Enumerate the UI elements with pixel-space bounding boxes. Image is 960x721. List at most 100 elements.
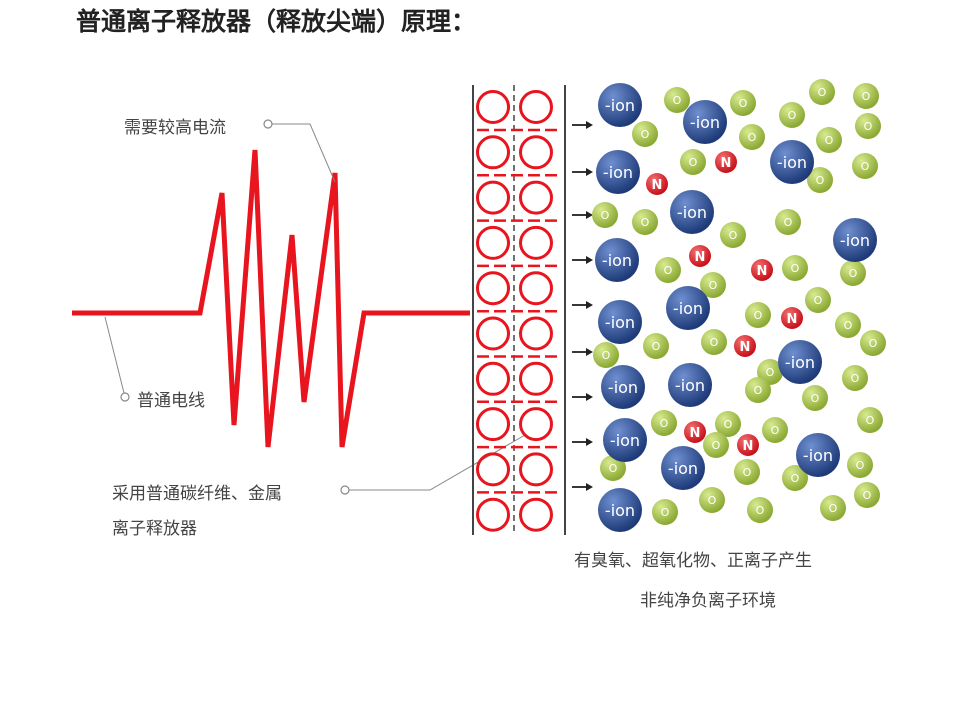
oxygen-molecule bbox=[720, 222, 746, 248]
negative-ion bbox=[670, 190, 714, 234]
coil-loop bbox=[476, 180, 510, 215]
oxygen-molecule bbox=[592, 202, 618, 228]
label-high-current: 需要较高电流 bbox=[124, 118, 226, 138]
negative-ion bbox=[666, 286, 710, 330]
coil-loop bbox=[476, 225, 510, 260]
coil-loop bbox=[519, 225, 553, 260]
oxygen-label: O bbox=[791, 472, 800, 485]
oxygen-label: O bbox=[856, 459, 865, 472]
leader-line bbox=[104, 316, 126, 398]
negative-ion-label: -ion bbox=[677, 203, 707, 222]
arrow-head bbox=[586, 256, 593, 264]
oxygen-molecule bbox=[643, 333, 669, 359]
arrow-head bbox=[586, 168, 593, 176]
coil-loop bbox=[476, 271, 510, 306]
negative-ion bbox=[598, 83, 642, 127]
oxygen-molecule bbox=[715, 411, 741, 437]
negative-ion-label: -ion bbox=[675, 376, 705, 395]
oxygen-molecule bbox=[782, 465, 808, 491]
coil-loop bbox=[476, 407, 510, 442]
oxygen-molecule bbox=[842, 365, 868, 391]
nitrogen-atom bbox=[734, 335, 756, 357]
oxygen-label: O bbox=[641, 128, 650, 141]
arrow-head bbox=[586, 301, 593, 309]
negative-ion bbox=[661, 446, 705, 490]
arrow-head bbox=[586, 121, 593, 129]
oxygen-molecule bbox=[840, 260, 866, 286]
oxygen-molecule bbox=[762, 417, 788, 443]
coil-loop bbox=[519, 407, 553, 442]
oxygen-label: O bbox=[710, 336, 719, 349]
negative-ion-label: -ion bbox=[608, 378, 638, 397]
oxygen-molecule bbox=[655, 257, 681, 283]
emission-arrows bbox=[572, 121, 593, 491]
oxygen-molecule bbox=[600, 455, 626, 481]
coil-loop bbox=[519, 180, 553, 215]
oxygen-molecule bbox=[820, 495, 846, 521]
nitrogen-label: N bbox=[695, 250, 706, 265]
oxygen-molecule bbox=[747, 497, 773, 523]
oxygen-label: O bbox=[724, 418, 733, 431]
oxygen-label: O bbox=[652, 340, 661, 353]
arrow-head bbox=[586, 211, 593, 219]
negative-ion bbox=[796, 433, 840, 477]
oxygen-molecule bbox=[745, 377, 771, 403]
coil-loop bbox=[476, 497, 510, 532]
oxygen-molecule bbox=[632, 209, 658, 235]
oxygen-molecule bbox=[775, 209, 801, 235]
oxygen-label: O bbox=[844, 319, 853, 332]
coil-loop bbox=[476, 135, 510, 170]
negative-ion-label: -ion bbox=[605, 501, 635, 520]
nitrogen-atom bbox=[689, 245, 711, 267]
oxygen-label: O bbox=[664, 264, 673, 277]
emitter-coil bbox=[472, 85, 566, 535]
negative-ion-label: -ion bbox=[602, 251, 632, 270]
oxygen-molecule bbox=[730, 90, 756, 116]
coil-loop bbox=[519, 271, 553, 306]
leader-line bbox=[345, 434, 526, 491]
oxygen-label: O bbox=[660, 417, 669, 430]
oxygen-molecule bbox=[854, 482, 880, 508]
oxygen-label: O bbox=[866, 414, 875, 427]
oxygen-label: O bbox=[814, 294, 823, 307]
negative-ion bbox=[770, 140, 814, 184]
oxygen-molecule bbox=[853, 83, 879, 109]
nitrogen-label: N bbox=[690, 426, 701, 441]
negative-ion bbox=[598, 488, 642, 532]
negative-ion bbox=[683, 100, 727, 144]
negative-ion-label: -ion bbox=[690, 113, 720, 132]
oxygen-label: O bbox=[771, 424, 780, 437]
label-result-2: 非纯净负离子环境 bbox=[640, 591, 776, 611]
oxygen-molecule bbox=[593, 342, 619, 368]
oxygen-molecule bbox=[782, 255, 808, 281]
oxygen-molecule bbox=[680, 149, 706, 175]
coil-loop bbox=[519, 135, 553, 170]
negative-ion-label: -ion bbox=[605, 96, 635, 115]
oxygen-label: O bbox=[829, 502, 838, 515]
oxygen-molecule bbox=[809, 79, 835, 105]
coil-loop bbox=[519, 497, 553, 532]
oxygen-molecule bbox=[701, 329, 727, 355]
oxygen-molecule bbox=[699, 487, 725, 513]
oxygen-label: O bbox=[602, 349, 611, 362]
negative-ion-label: -ion bbox=[803, 446, 833, 465]
oxygen-label: O bbox=[766, 366, 775, 379]
negative-ion-label: -ion bbox=[840, 231, 870, 250]
negative-ion-label: -ion bbox=[605, 313, 635, 332]
oxygen-label: O bbox=[788, 109, 797, 122]
oxygen-label: O bbox=[825, 134, 834, 147]
oxygen-label: O bbox=[609, 462, 618, 475]
oxygen-label: O bbox=[816, 174, 825, 187]
oxygen-label: O bbox=[756, 504, 765, 517]
arrow-head bbox=[586, 483, 593, 491]
oxygen-molecule bbox=[802, 385, 828, 411]
oxygen-label: O bbox=[869, 337, 878, 350]
oxygen-label: O bbox=[743, 466, 752, 479]
oxygen-molecule bbox=[807, 167, 833, 193]
oxygen-label: O bbox=[601, 209, 610, 222]
arrow-head bbox=[586, 438, 593, 446]
oxygen-molecule bbox=[664, 87, 690, 113]
oxygen-label: O bbox=[863, 489, 872, 502]
label-result-1: 有臭氧、超氧化物、正离子产生 bbox=[574, 551, 812, 571]
